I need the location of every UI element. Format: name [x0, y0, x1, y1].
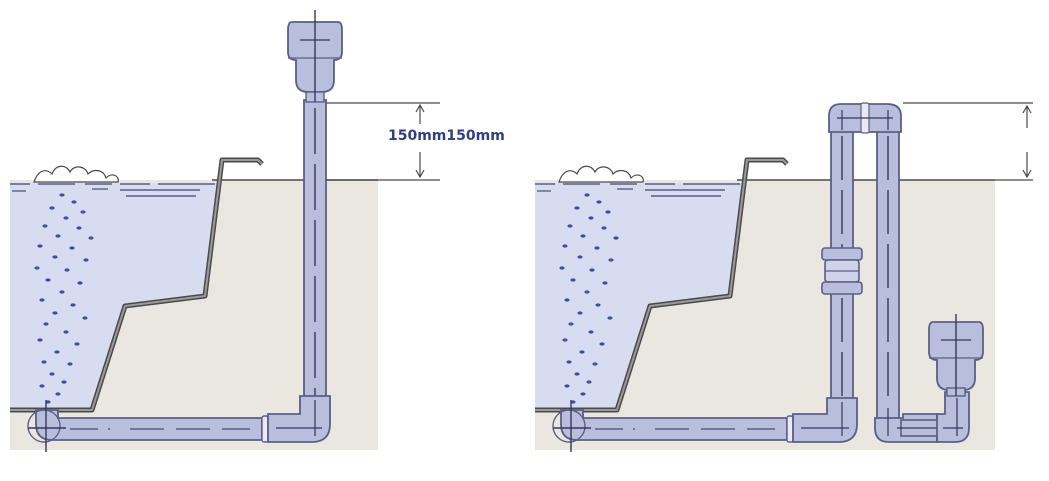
right-panel [535, 102, 1033, 452]
pipe-elbow-icon [267, 395, 331, 443]
pipe-elbow-icon [828, 102, 902, 134]
air-vent-valve-icon [287, 10, 343, 103]
dimension-lines [903, 102, 1033, 181]
left-panel [10, 10, 440, 452]
pipe-union-icon [821, 247, 863, 295]
dimension-lines [326, 102, 440, 181]
pipe-elbow-icon [792, 397, 858, 443]
air-vent-valve-icon [928, 314, 984, 397]
dimension-label: 150mm150mm [388, 128, 505, 144]
